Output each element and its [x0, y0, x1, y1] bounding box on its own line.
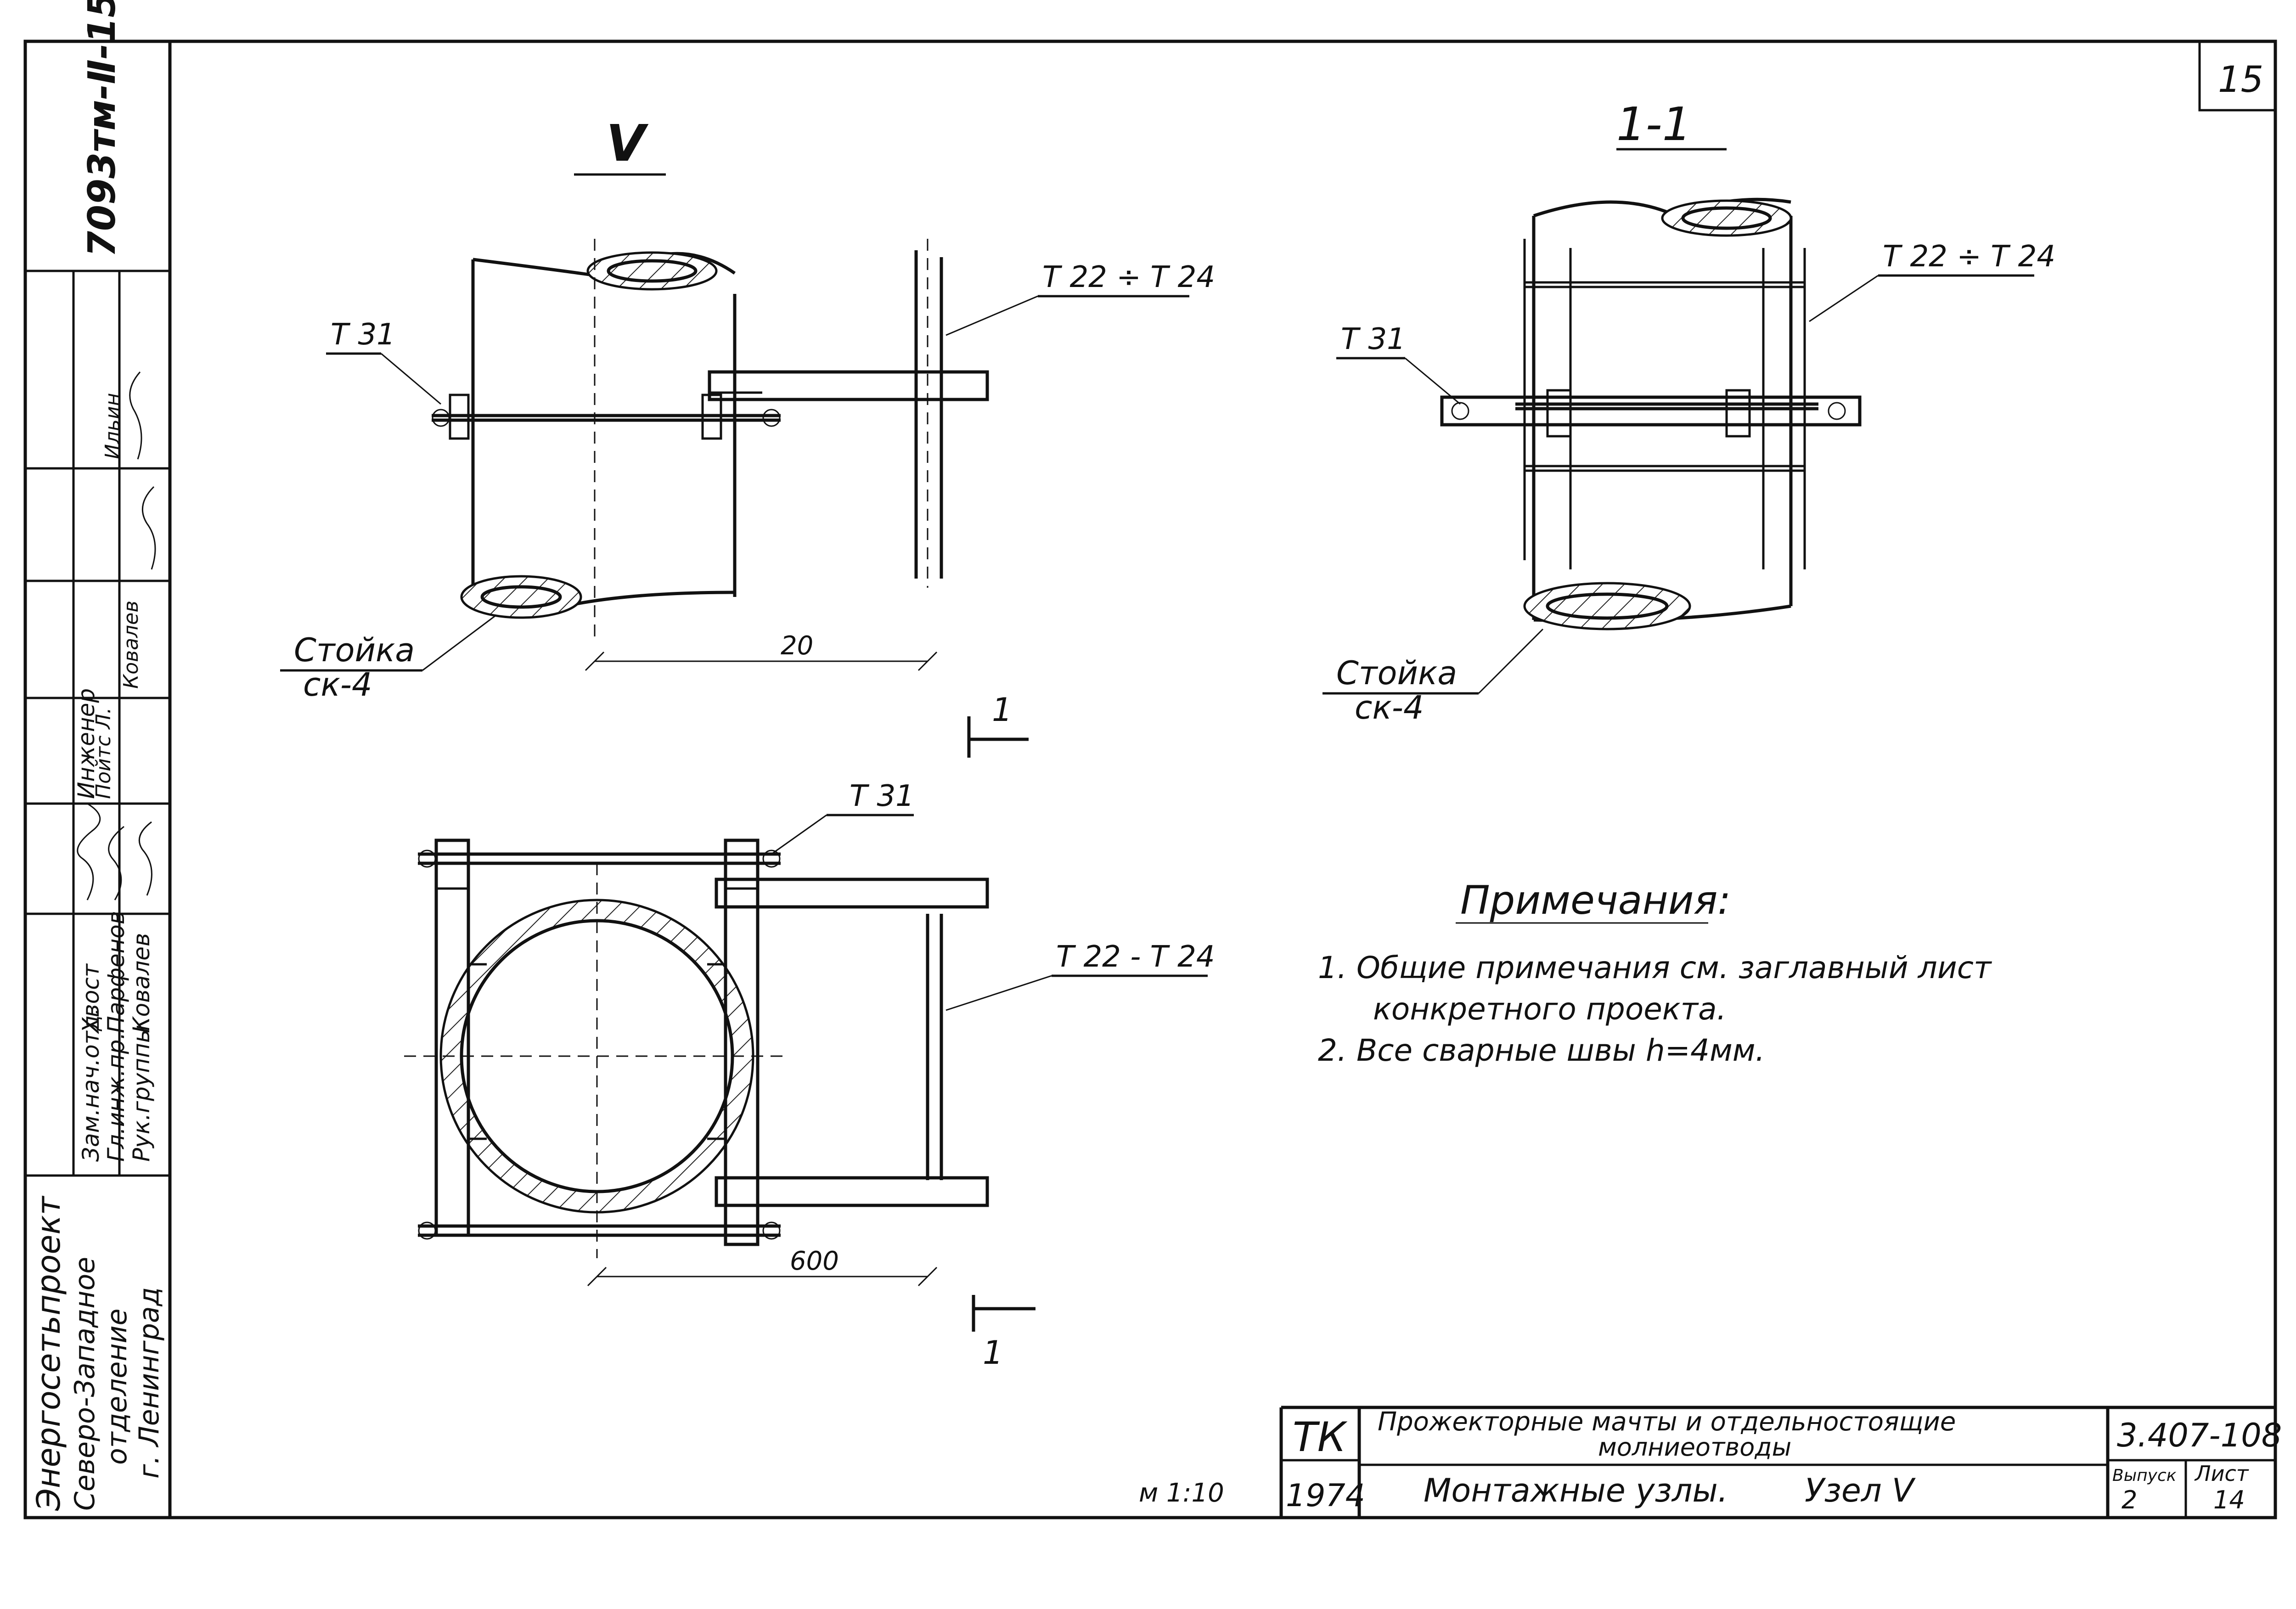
stamp-name-1: Хвост: [78, 963, 104, 1035]
stamp-name-7: Ильин: [101, 393, 124, 459]
node-view: Ⅴ Т 31 Т 22 ÷ Т 24 Стойка: [280, 114, 1215, 703]
title-issue-label: Выпуск: [2112, 1466, 2177, 1485]
section-marker-upper-label: 1: [992, 691, 1013, 729]
note-line-1: 1. Общие примечания см. заглавный лист: [1318, 950, 1992, 985]
node-view-title: Ⅴ: [606, 114, 649, 173]
node-callout-left: Т 31: [331, 318, 395, 352]
scale-label: м 1:10: [1139, 1478, 1224, 1508]
section-marker-lower-label: 1: [983, 1334, 1003, 1372]
plan-callout-top: Т 31: [850, 779, 914, 813]
side-stamp: [25, 270, 170, 1177]
stamp-role-5: Инженер: [73, 688, 100, 799]
doc-code-vertical: 7093тм-Ⅱ-15: [80, 0, 124, 257]
section-view: 1-1 Т 31 Т 22 ÷ Т 24 Стойк: [1322, 97, 2055, 726]
title-year: 1974: [1286, 1478, 1365, 1514]
section-callout-left: Т 31: [1341, 322, 1406, 356]
plan-dimension: 600: [790, 1246, 839, 1276]
node-dimension: 20: [781, 631, 813, 661]
title-doc-number: 3.407-108: [2117, 1417, 2282, 1454]
stamp-role-1: Зам.нач.отд.: [78, 1008, 104, 1162]
notes-heading: Примечания:: [1460, 878, 1731, 923]
stamp-role-column: Зам.нач.отд. Гл.инж.пр. Рук.группы Инжен…: [73, 688, 155, 1162]
stamp-name-column: Хвост Парфенов Ковалев Пойтс Л. Ковалев …: [78, 393, 155, 1035]
section-post-mark: ск-4: [1355, 689, 1424, 726]
section-marker-upper: 1: [967, 691, 1029, 758]
notes: Примечания: 1. Общие примечания см. загл…: [1318, 878, 1992, 1068]
note-line-3: 2. Все сварные швы h=4мм.: [1318, 1033, 1765, 1068]
title-series-code: ТК: [1293, 1413, 1348, 1461]
title-sheet-title: Монтажные узлы.: [1424, 1472, 1728, 1509]
plan-view: Т 31 Т 22 - Т 24 600: [404, 779, 1215, 1287]
title-sheet-value: 14: [2213, 1485, 2245, 1514]
signatures: [77, 371, 156, 900]
sheet-frame: [23, 39, 2277, 1519]
org-line-4: г. Ленинград: [133, 1287, 165, 1479]
stamp-name-2: Парфенов: [103, 911, 129, 1033]
stamp-name-6: Ковалев: [119, 601, 143, 689]
section-callout-right: Т 22 ÷ Т 24: [1883, 240, 2055, 274]
section-view-title: 1-1: [1616, 97, 1691, 151]
title-sheet-label: Лист: [2194, 1461, 2249, 1486]
title-block: [1279, 1406, 2275, 1518]
org-line-3: отделение: [101, 1309, 133, 1465]
org-line-2: Северо-Западное: [69, 1257, 101, 1511]
title-project-line-1: Прожекторные мачты и отдельностоящие: [1378, 1407, 1956, 1437]
node-callout-right: Т 22 ÷ Т 24: [1042, 260, 1215, 294]
stamp-role-3: Рук.группы: [128, 1025, 155, 1162]
section-post-label: Стойка: [1336, 654, 1457, 692]
sheet-number: 15: [2218, 59, 2263, 101]
organization-stamp: Энергосетьпроект Северо-Западное отделен…: [30, 1195, 165, 1511]
node-post-label: Стойка: [294, 631, 415, 669]
stamp-name-5: Пойтс Л.: [92, 708, 115, 799]
title-node-label: Узел Ⅴ: [1805, 1472, 1916, 1509]
title-project-line-2: молниеотводы: [1598, 1433, 1791, 1462]
node-post-mark: ск-4: [303, 666, 372, 703]
section-marker-lower: 1: [972, 1295, 1035, 1372]
note-line-2: конкретного проекта.: [1373, 991, 1727, 1027]
stamp-name-3: Ковалев: [128, 933, 155, 1033]
org-line-1: Энергосетьпроект: [30, 1195, 68, 1511]
plan-callout-right: Т 22 - Т 24: [1056, 940, 1215, 974]
stamp-role-2: Гл.инж.пр.: [103, 1032, 129, 1162]
title-issue-value: 2: [2122, 1485, 2137, 1514]
